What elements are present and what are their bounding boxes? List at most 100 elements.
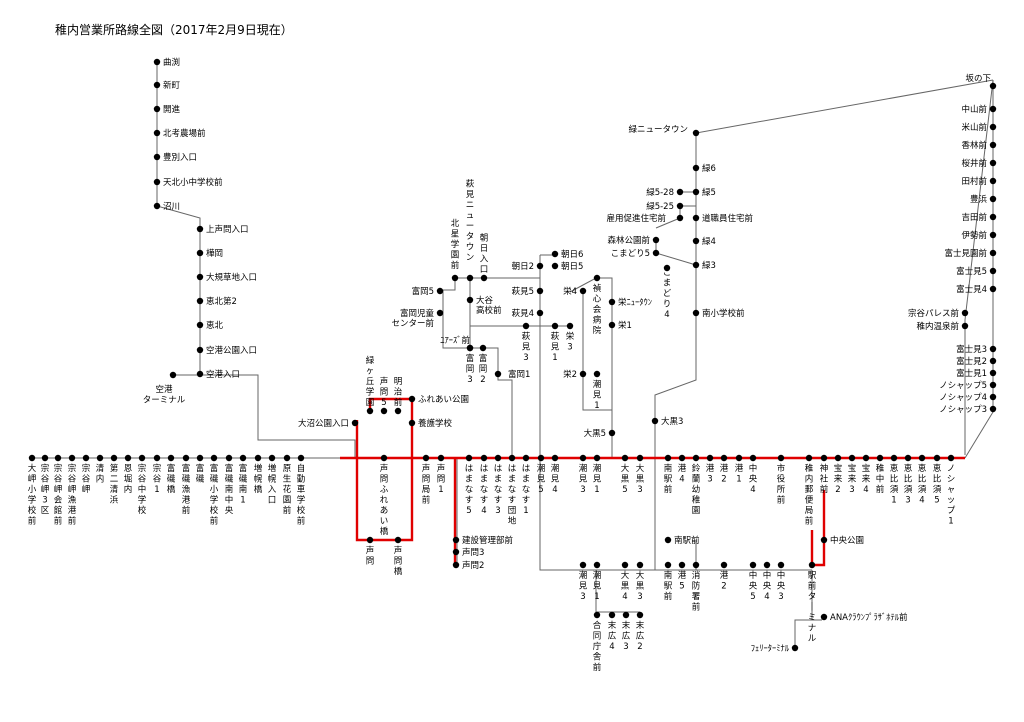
- stop-marker-daikoku5[interactable]: [621, 454, 629, 462]
- stop-marker-s_chuo4[interactable]: [763, 561, 771, 569]
- stop-marker-shiomi4[interactable]: [551, 454, 559, 462]
- stop-marker-w_daini_kiyohama[interactable]: [110, 454, 118, 462]
- stop-marker-shiomi5[interactable]: [537, 454, 545, 462]
- stop-marker-hokusei[interactable]: [451, 274, 459, 282]
- stop-marker-w_masuhoro_iri[interactable]: [268, 454, 276, 462]
- stop-marker-s_minato2[interactable]: [720, 561, 728, 569]
- stop-marker-takara4[interactable]: [862, 454, 870, 462]
- stop-marker-ebisu5[interactable]: [933, 454, 941, 462]
- stop-marker-w_sekinai[interactable]: [96, 454, 104, 462]
- stop-marker-tomioka_jido[interactable]: [436, 309, 444, 317]
- stop-marker-ekimae_terminal[interactable]: [808, 561, 816, 569]
- stop-marker-hamanasu5[interactable]: [465, 454, 473, 462]
- stop-marker-midori3[interactable]: [692, 261, 700, 269]
- stop-marker-airport_terminal[interactable]: [169, 371, 177, 379]
- stop-marker-suehiro2[interactable]: [636, 611, 644, 619]
- stop-marker-minato1[interactable]: [735, 454, 743, 462]
- stop-marker-takara3[interactable]: [848, 454, 856, 462]
- stop-marker-daikoku5_b[interactable]: [608, 429, 616, 437]
- stop-marker-shinrin_park[interactable]: [652, 236, 660, 244]
- stop-marker-chuo_park[interactable]: [820, 536, 828, 544]
- stop-marker-hamanasu4[interactable]: [480, 454, 488, 462]
- stop-marker-koetoibashi[interactable]: [394, 536, 402, 544]
- stop-marker-asahi2[interactable]: [536, 262, 544, 270]
- stop-marker-okbokuchi[interactable]: [196, 273, 204, 281]
- stop-marker-komadori4[interactable]: [663, 264, 671, 272]
- stop-marker-s_minami_eki[interactable]: [664, 561, 672, 569]
- stop-marker-s_minato5[interactable]: [678, 561, 686, 569]
- stop-marker-w_soya_gyoko[interactable]: [68, 454, 76, 462]
- stop-marker-s_chuo5[interactable]: [749, 561, 757, 569]
- stop-marker-sakae3[interactable]: [566, 322, 574, 330]
- stop-marker-midori4[interactable]: [692, 237, 700, 245]
- stop-marker-w_soya_misaki[interactable]: [82, 454, 90, 462]
- stop-marker-suehiro4[interactable]: [608, 611, 616, 619]
- stop-marker-fujimi4[interactable]: [989, 285, 997, 293]
- stop-marker-minato3[interactable]: [706, 454, 714, 462]
- stop-marker-koetoi3[interactable]: [452, 548, 460, 556]
- stop-marker-daikoku3_b[interactable]: [651, 417, 659, 425]
- stop-marker-s_shiomi1[interactable]: [593, 561, 601, 569]
- stop-marker-s_daikoku3[interactable]: [636, 561, 644, 569]
- stop-marker-w_tomiiso_s[interactable]: [196, 454, 204, 462]
- stop-marker-suehiro3[interactable]: [622, 611, 630, 619]
- stop-marker-w_tomiiso_school[interactable]: [210, 454, 218, 462]
- stop-marker-hamanasu_danchi[interactable]: [508, 454, 516, 462]
- stop-marker-wakkanai_onsen[interactable]: [961, 322, 969, 330]
- stop-marker-ferry[interactable]: [791, 644, 799, 652]
- stop-marker-tomioka2[interactable]: [479, 344, 487, 352]
- stop-marker-hamanasu1[interactable]: [522, 454, 530, 462]
- stop-marker-kyokufuchi[interactable]: [153, 58, 161, 66]
- stop-marker-w_tomiiso_minami1[interactable]: [239, 454, 247, 462]
- stop-marker-keihoku2[interactable]: [196, 297, 204, 305]
- stop-marker-koetoi2[interactable]: [452, 561, 460, 569]
- stop-marker-shiomi1_b[interactable]: [593, 370, 601, 378]
- stop-marker-midorigaoka[interactable]: [366, 407, 374, 415]
- stop-marker-s_chuo3[interactable]: [777, 561, 785, 569]
- stop-marker-wakkanai_naka[interactable]: [876, 454, 884, 462]
- stop-marker-w_tomiiso_chuo[interactable]: [225, 454, 233, 462]
- stop-marker-meiji[interactable]: [394, 407, 402, 415]
- stop-marker-minami_school[interactable]: [692, 309, 700, 317]
- stop-marker-shokuin[interactable]: [692, 214, 700, 222]
- stop-marker-ebisu3[interactable]: [904, 454, 912, 462]
- stop-marker-shiomi1[interactable]: [593, 454, 601, 462]
- stop-marker-toyobetsu[interactable]: [153, 153, 161, 161]
- stop-marker-w_tomiiso[interactable]: [167, 454, 175, 462]
- stop-marker-fujimi3[interactable]: [989, 345, 997, 353]
- stop-marker-sakae2[interactable]: [579, 370, 587, 378]
- stop-marker-chuo4[interactable]: [749, 454, 757, 462]
- stop-marker-kaishin[interactable]: [153, 105, 161, 113]
- stop-marker-isezaki[interactable]: [989, 231, 997, 239]
- stop-marker-shiyakusho[interactable]: [777, 454, 785, 462]
- stop-marker-sakae_nt[interactable]: [608, 298, 616, 306]
- stop-marker-midori6[interactable]: [692, 164, 700, 172]
- stop-marker-minami_eki_b[interactable]: [664, 536, 672, 544]
- stop-marker-fujimi5[interactable]: [989, 267, 997, 275]
- stop-marker-tomioka5[interactable]: [436, 287, 444, 295]
- stop-marker-fujimi1[interactable]: [989, 369, 997, 377]
- stop-marker-tomioka1[interactable]: [494, 370, 502, 378]
- stop-marker-sakurai[interactable]: [989, 159, 997, 167]
- stop-marker-suzuran[interactable]: [692, 454, 700, 462]
- stop-marker-hokusho[interactable]: [153, 129, 161, 137]
- stop-marker-hamanasu3[interactable]: [494, 454, 502, 462]
- stop-marker-yoshida[interactable]: [989, 213, 997, 221]
- stop-marker-yoneyama[interactable]: [989, 123, 997, 131]
- stop-marker-tenpoku_school[interactable]: [153, 178, 161, 186]
- stop-marker-fureaibashi[interactable]: [380, 454, 388, 462]
- stop-marker-sakanoshita[interactable]: [989, 82, 997, 90]
- stop-marker-koetoi5[interactable]: [380, 407, 388, 415]
- stop-marker-koetoi1[interactable]: [437, 454, 445, 462]
- stop-marker-sakae4[interactable]: [579, 287, 587, 295]
- stop-marker-w_tomiiso_gyoko[interactable]: [182, 454, 190, 462]
- stop-marker-shinmachi[interactable]: [153, 81, 161, 89]
- stop-marker-w_onkono[interactable]: [124, 454, 132, 462]
- stop-marker-w_soya_chugaku[interactable]: [138, 454, 146, 462]
- stop-marker-hagimi4[interactable]: [536, 309, 544, 317]
- stop-marker-w_osaki[interactable]: [28, 454, 36, 462]
- stop-marker-kourin[interactable]: [989, 141, 997, 149]
- stop-marker-asahi6[interactable]: [551, 250, 559, 258]
- stop-marker-kamikoetoi[interactable]: [196, 225, 204, 233]
- stop-marker-ebisu1[interactable]: [890, 454, 898, 462]
